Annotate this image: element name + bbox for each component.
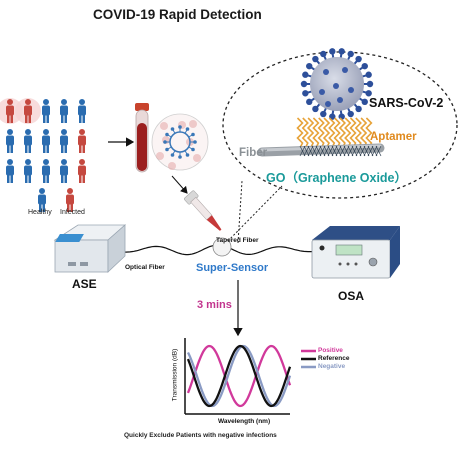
- legend-positive-label: Positive: [318, 347, 343, 354]
- detection-time-label: 3 mins: [197, 299, 232, 311]
- person-healthy-icon: [60, 129, 68, 153]
- aptamer-label: Aptamer: [370, 131, 417, 143]
- zoom-line-left: [237, 180, 243, 244]
- legend-healthy-icon: [38, 188, 46, 212]
- person-healthy-icon: [60, 99, 68, 123]
- patient-crowd: [0, 98, 86, 212]
- legend-infected-icon: [66, 188, 74, 212]
- blood-tube-icon: [135, 103, 149, 173]
- fiber-go-coating: [257, 143, 385, 157]
- fiber-label: Fiber: [239, 147, 268, 159]
- ase-device-icon: [53, 224, 127, 273]
- series-positive-line: [186, 344, 292, 408]
- person-infected-icon: [6, 99, 14, 123]
- tapered-fiber-label: Tapered Fiber: [216, 237, 259, 244]
- chart-x-axis-label: Wavelength (nm): [218, 418, 271, 425]
- footer-caption: Quickly Exclude Patients with negative i…: [124, 432, 277, 439]
- osa-device-icon: [311, 226, 400, 279]
- osa-label: OSA: [338, 289, 365, 303]
- person-healthy-icon: [6, 159, 14, 183]
- aptamer-strands: [296, 117, 373, 149]
- tapered-fiber-marker: [212, 237, 232, 257]
- optical-fiber-label: Optical Fiber: [125, 264, 165, 271]
- person-healthy-icon: [78, 99, 86, 123]
- inset-ellipse: [222, 51, 458, 199]
- sars-cov-2-label: SARS-CoV-2: [369, 96, 444, 110]
- blood-sample-virus-icon: [151, 113, 209, 171]
- zoom-line-right: [224, 185, 283, 245]
- pipette-icon: [184, 190, 222, 231]
- series-negative-line: [186, 344, 292, 408]
- super-sensor-label: Super-Sensor: [196, 262, 269, 274]
- legend-reference-label: Reference: [318, 355, 350, 362]
- person-healthy-icon: [24, 129, 32, 153]
- person-healthy-icon: [60, 159, 68, 183]
- transmission-chart: [184, 338, 316, 415]
- page-title: COVID-19 Rapid Detection: [93, 7, 262, 22]
- legend-healthy-label: Healthy: [28, 209, 52, 216]
- person-healthy-icon: [6, 129, 14, 153]
- ase-label: ASE: [72, 277, 97, 291]
- person-infected-icon: [78, 129, 86, 153]
- person-healthy-icon: [42, 99, 50, 123]
- person-infected-icon: [24, 99, 32, 123]
- person-healthy-icon: [42, 159, 50, 183]
- legend-infected-label: Infected: [60, 209, 85, 216]
- legend-negative-label: Negative: [318, 363, 346, 370]
- series-reference-line: [186, 344, 292, 408]
- sars-cov-2-virus-icon: [300, 48, 374, 120]
- person-healthy-icon: [42, 129, 50, 153]
- chart-y-axis-label: Transmission (dB): [171, 348, 179, 402]
- graphene-oxide-label: GO（Graphene Oxide）: [266, 171, 408, 185]
- person-infected-icon: [78, 159, 86, 183]
- person-healthy-icon: [24, 159, 32, 183]
- arrow-sample-to-pipette: [171, 175, 188, 194]
